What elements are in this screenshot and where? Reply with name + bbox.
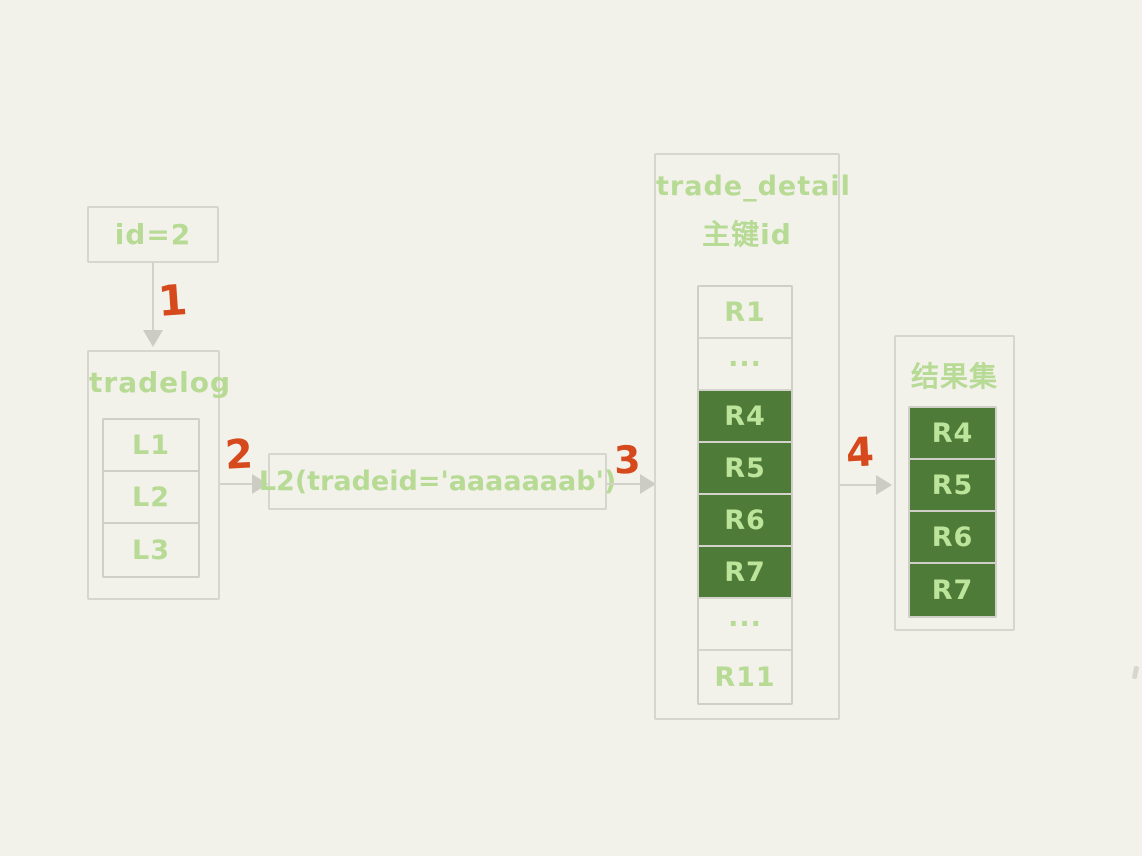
result-row: R7 [910, 564, 995, 616]
trade-detail-title: trade_detail [656, 171, 851, 202]
step-1-label: 1 [156, 275, 189, 326]
arrow-3-line [607, 483, 641, 485]
arrow-2-line [220, 483, 254, 485]
arrow-4-line [840, 484, 878, 486]
lookup-label: L2(tradeid='aaaaaaab') [258, 466, 617, 497]
node-id-box: id=2 [87, 206, 219, 263]
result-set-table: R4 R5 R6 R7 [908, 406, 997, 618]
result-row: R5 [910, 460, 995, 512]
result-row: R4 [910, 408, 995, 460]
tradelog-row: L3 [132, 534, 170, 566]
node-trade-detail: trade_detail 主键id R1 ··· R4 R5 R6 R7 ···… [654, 153, 851, 720]
node-result-set: 结果集 R4 R5 R6 R7 [894, 335, 1015, 631]
arrow-1-head-icon [143, 330, 163, 347]
tradelog-title: tradelog [89, 366, 231, 399]
stray-pen-mark [1131, 665, 1140, 680]
trade-detail-row-highlighted: R6 [699, 495, 791, 547]
trade-detail-subtitle: 主键id [702, 218, 792, 251]
trade-detail-row-highlighted: R5 [699, 443, 791, 495]
trade-detail-row-highlighted: R7 [699, 547, 791, 599]
node-tradelog: tradelog L1 L2 L3 [87, 350, 231, 600]
node-lookup: L2(tradeid='aaaaaaab') [259, 453, 616, 510]
tradelog-row: L1 [104, 420, 198, 472]
trade-detail-table: R1 ··· R4 R5 R6 R7 ··· R11 [697, 285, 793, 705]
result-row: R6 [910, 512, 995, 564]
arrow-2-head-icon [252, 474, 268, 494]
trade-detail-row-highlighted: R4 [699, 391, 791, 443]
tradelog-row: L2 [104, 472, 198, 524]
trade-detail-row: R1 [699, 287, 791, 339]
step-2-label: 2 [223, 431, 255, 479]
arrow-3-head-icon [640, 474, 656, 494]
trade-detail-row: R11 [714, 661, 776, 693]
result-set-title: 结果集 [910, 360, 998, 393]
arrow-1-line [152, 263, 154, 333]
trade-detail-row: ··· [699, 339, 791, 391]
step-4-label: 4 [844, 429, 876, 477]
id-box-label: id=2 [114, 218, 192, 251]
arrow-4-head-icon [876, 475, 892, 495]
trade-detail-row: ··· [699, 599, 791, 651]
tradelog-table: L1 L2 L3 [102, 418, 200, 578]
step-3-label: 3 [613, 437, 642, 483]
